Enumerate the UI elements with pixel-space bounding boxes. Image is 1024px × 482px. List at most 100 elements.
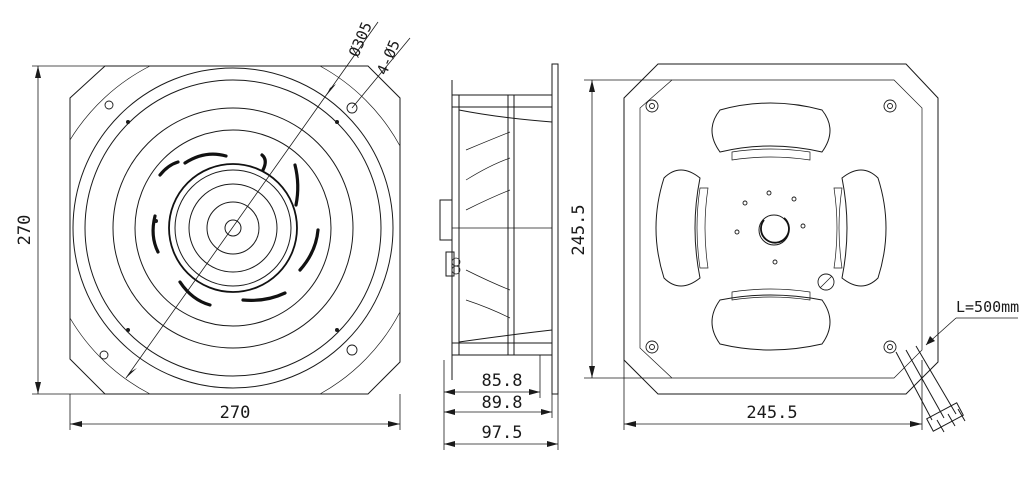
side-depth-3-label: 97.5	[482, 423, 523, 443]
impeller-blade	[158, 160, 180, 177]
cable-wire	[915, 345, 957, 415]
rear-plate-outline	[623, 63, 939, 395]
arrow	[444, 441, 455, 447]
holes-label: 4-Ø5	[373, 37, 404, 77]
rear-slot-bottom-inner	[731, 288, 811, 301]
side-impeller-blade	[465, 189, 511, 211]
rear-slot-left	[655, 169, 701, 287]
cable-end-mark	[936, 419, 945, 433]
hub-hole	[734, 229, 740, 235]
cable-wire	[895, 351, 933, 421]
cable-end-mark	[957, 408, 966, 422]
arrow	[589, 80, 595, 92]
rear-view: L=500mm 245.5 245.5	[569, 63, 1019, 433]
side-motor-stub	[439, 199, 453, 241]
arrow	[444, 389, 455, 395]
motor-ring-2	[174, 169, 292, 287]
arrow	[547, 441, 558, 447]
hub-hole	[742, 200, 748, 206]
rear-slot-right-inner	[833, 187, 843, 269]
rear-slot-left-inner	[696, 187, 709, 269]
side-impeller-blade	[465, 131, 511, 151]
impeller-blade	[293, 163, 300, 207]
arrow	[589, 366, 595, 378]
rear-mounting-hole	[649, 344, 655, 350]
rear-cable-boss-mark	[819, 275, 833, 289]
rear-mounting-hole	[649, 103, 655, 109]
rear-slot-top-inner	[731, 148, 811, 161]
mounting-hole	[346, 344, 358, 356]
rear-slot-right	[841, 169, 887, 287]
front-corner-arc-tl	[69, 65, 151, 141]
front-corner-arc-tr	[319, 65, 401, 147]
inlet-ring-2	[84, 79, 382, 377]
motor-ring-3	[188, 183, 278, 273]
rear-mounting-hole	[887, 344, 893, 350]
impeller-blade	[151, 214, 160, 254]
impeller-blade	[260, 153, 267, 172]
hub-hole	[766, 190, 772, 196]
impeller-blade	[183, 152, 228, 165]
diameter-arrow-top	[326, 84, 336, 96]
rear-height-label: 245.5	[569, 204, 589, 255]
impeller-blade	[178, 280, 212, 307]
side-impeller-blade	[465, 269, 511, 291]
arrow	[541, 409, 552, 415]
diameter-arrow-bottom	[126, 368, 137, 378]
impeller-ring	[134, 129, 332, 327]
inlet-ring-3	[112, 107, 354, 349]
rear-hub-inner	[760, 217, 790, 244]
cable-end	[926, 402, 964, 432]
side-depth-1-label: 85.8	[482, 371, 523, 391]
motor-ring-outer	[168, 163, 298, 293]
arrow	[910, 421, 922, 427]
side-impeller-blade	[465, 299, 511, 319]
arrow	[624, 421, 636, 427]
hub-hole	[800, 223, 806, 229]
mounting-hole	[104, 100, 114, 110]
side-view: 85.8 89.8 97.5	[439, 63, 559, 450]
arrow	[70, 421, 82, 427]
holes-leader	[351, 37, 411, 109]
inlet-ring-outer	[72, 67, 394, 389]
front-height-label: 270	[15, 215, 35, 246]
hub-center	[224, 219, 242, 237]
hub-hole	[772, 259, 778, 265]
front-view: Ø305 4-Ø5 270 270	[15, 19, 411, 430]
arrow	[35, 66, 41, 78]
screw-dot	[126, 120, 130, 124]
rear-plate-inner	[639, 79, 923, 379]
arrow	[529, 389, 540, 395]
side-frame-bottom-rail	[451, 342, 553, 356]
arrow	[35, 382, 41, 394]
motor-ring-4	[206, 201, 260, 255]
screw-dot	[335, 328, 339, 332]
impeller-blade	[241, 291, 287, 302]
screw-dot	[154, 219, 158, 223]
rear-width-label: 245.5	[746, 403, 797, 423]
rear-mounting-hole	[887, 103, 893, 109]
screw-dot	[335, 120, 339, 124]
diameter-label: Ø305	[345, 19, 376, 59]
hub-hole	[791, 196, 797, 202]
side-impeller-shroud	[458, 109, 553, 343]
rear-slot-bottom	[711, 294, 831, 351]
side-flange	[551, 63, 559, 395]
impeller-blade	[298, 228, 320, 272]
side-cable-gland	[445, 251, 455, 277]
front-corner-arc-bl	[69, 317, 151, 395]
cable-length-label: L=500mm	[956, 298, 1019, 316]
mounting-hole	[99, 350, 109, 360]
rear-slot-top	[711, 102, 831, 153]
arrow	[444, 409, 455, 415]
front-corner-arc-br	[319, 311, 401, 395]
front-width-label: 270	[220, 403, 251, 423]
arrow	[926, 336, 935, 345]
cable-end-mark	[947, 413, 956, 427]
screw-dot	[126, 328, 130, 332]
rear-hub-holes	[734, 190, 806, 265]
front-mounting-holes	[99, 100, 358, 360]
side-cable-detail	[451, 265, 461, 275]
diameter-leader	[125, 21, 379, 379]
